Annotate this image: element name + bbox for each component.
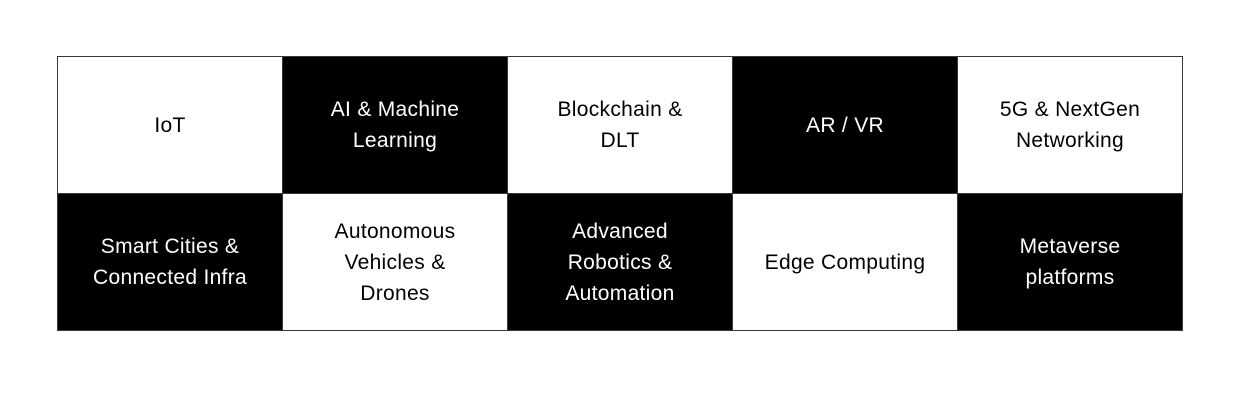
grid-cell-edge-computing: Edge Computing bbox=[733, 194, 957, 330]
grid-cell-ar-vr: AR / VR bbox=[733, 57, 957, 193]
grid-cell-blockchain-dlt: Blockchain & DLT bbox=[508, 57, 732, 193]
grid-cell-autonomous-vehicles-drones: Autonomous Vehicles & Drones bbox=[283, 194, 507, 330]
grid-cell-ai-machine-learning: AI & Machine Learning bbox=[283, 57, 507, 193]
grid-cell-5g-nextgen-networking: 5G & NextGen Networking bbox=[958, 57, 1182, 193]
grid-cell-smart-cities-connected-infra: Smart Cities & Connected Infra bbox=[58, 194, 282, 330]
grid-cell-iot: IoT bbox=[58, 57, 282, 193]
technology-grid: IoT AI & Machine Learning Blockchain & D… bbox=[57, 56, 1183, 331]
grid-cell-advanced-robotics-automation: Advanced Robotics & Automation bbox=[508, 194, 732, 330]
grid-cell-metaverse-platforms: Metaverse platforms bbox=[958, 194, 1182, 330]
